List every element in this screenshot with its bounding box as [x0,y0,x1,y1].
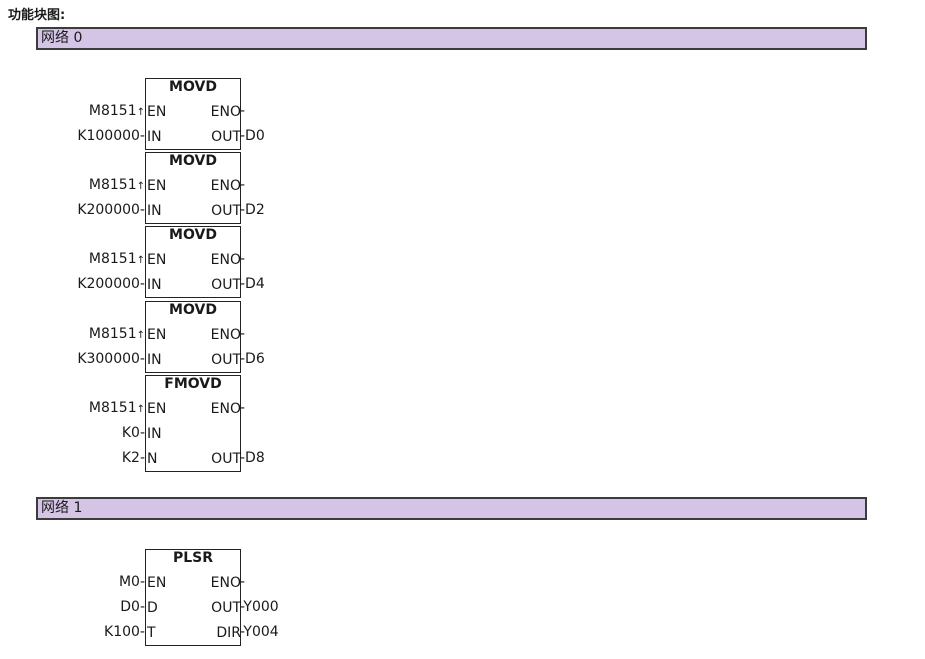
pin-out: OUT [211,129,241,145]
block-title: MOVD [169,79,217,95]
rising-edge-icon: ↑ [136,255,145,266]
block-title: MOVD [169,227,217,243]
output-operand: - [240,177,246,193]
network-0-header[interactable]: 网络 0 [36,27,867,50]
pin-dir: DIR [216,625,241,641]
page-title: 功能块图: [8,8,66,23]
block-title: MOVD [169,302,217,318]
input-operand: K300000- [77,351,145,367]
pin-en: EN [147,401,167,417]
rising-edge-icon: ↑ [136,107,145,118]
output-operand: -D8 [240,450,265,466]
pin-out: OUT [211,352,241,368]
pin-out: OUT [211,451,241,467]
pin-eno: ENO [210,178,241,194]
block-title: PLSR [172,550,214,566]
input-operand: K100- [104,624,145,640]
output-operand: -D2 [240,202,265,218]
pin-eno: ENO [210,401,241,417]
output-operand: - [240,574,246,590]
function-block-movd[interactable]: MOVD EN ENO IN OUT [145,78,241,150]
pin-out: OUT [211,600,241,616]
pin-in: IN [147,426,162,442]
pin-en: EN [147,178,167,194]
function-block-movd[interactable]: MOVD EN ENO IN OUT [145,301,241,373]
output-operand: - [240,251,246,267]
output-operand: -D4 [240,276,265,292]
pin-in: IN [147,203,162,219]
function-block-movd[interactable]: MOVD EN ENO IN OUT [145,152,241,224]
input-operand: K100000- [77,128,145,144]
input-operand: K200000- [77,276,145,292]
network-label: 网络 1 [41,500,83,516]
output-operand: -D6 [240,351,265,367]
network-label: 网络 0 [41,30,83,46]
pin-t: T [147,625,156,641]
output-operand: -D0 [240,128,265,144]
pin-out: OUT [211,277,241,293]
input-operand: K0- [121,425,145,441]
input-operand: K2- [121,450,145,466]
rising-edge-icon: ↑ [136,330,145,341]
input-operand: M8151↑ [88,251,145,267]
block-title: MOVD [169,153,217,169]
pin-out: OUT [211,203,241,219]
pin-eno: ENO [210,327,241,343]
function-block-plsr[interactable]: PLSR EN ENO D OUT T DIR [145,549,241,646]
block-title: FMOVD [164,376,222,392]
pin-n: N [147,451,158,467]
output-operand: - [240,326,246,342]
input-operand: M8151↑ [88,326,145,342]
rising-edge-icon: ↑ [136,181,145,192]
input-operand: D0- [120,599,145,615]
pin-eno: ENO [210,575,241,591]
output-operand: - [240,103,246,119]
pin-in: IN [147,129,162,145]
input-operand: K200000- [77,202,145,218]
input-operand: M8151↑ [88,103,145,119]
input-operand: M8151↑ [88,177,145,193]
pin-en: EN [147,575,167,591]
pin-in: IN [147,352,162,368]
rising-edge-icon: ↑ [136,404,145,415]
pin-en: EN [147,104,167,120]
input-operand: M0- [118,574,145,590]
pin-d: D [147,600,158,616]
input-operand: M8151↑ [88,400,145,416]
output-operand: -Y004 [240,624,279,640]
output-operand: -Y000 [240,599,279,615]
pin-en: EN [147,252,167,268]
pin-eno: ENO [210,104,241,120]
pin-eno: ENO [210,252,241,268]
pin-in: IN [147,277,162,293]
network-1-header[interactable]: 网络 1 [36,497,867,520]
function-block-movd[interactable]: MOVD EN ENO IN OUT [145,226,241,298]
function-block-fmovd[interactable]: FMOVD EN ENO IN N OUT [145,375,241,472]
pin-en: EN [147,327,167,343]
output-operand: - [240,400,246,416]
